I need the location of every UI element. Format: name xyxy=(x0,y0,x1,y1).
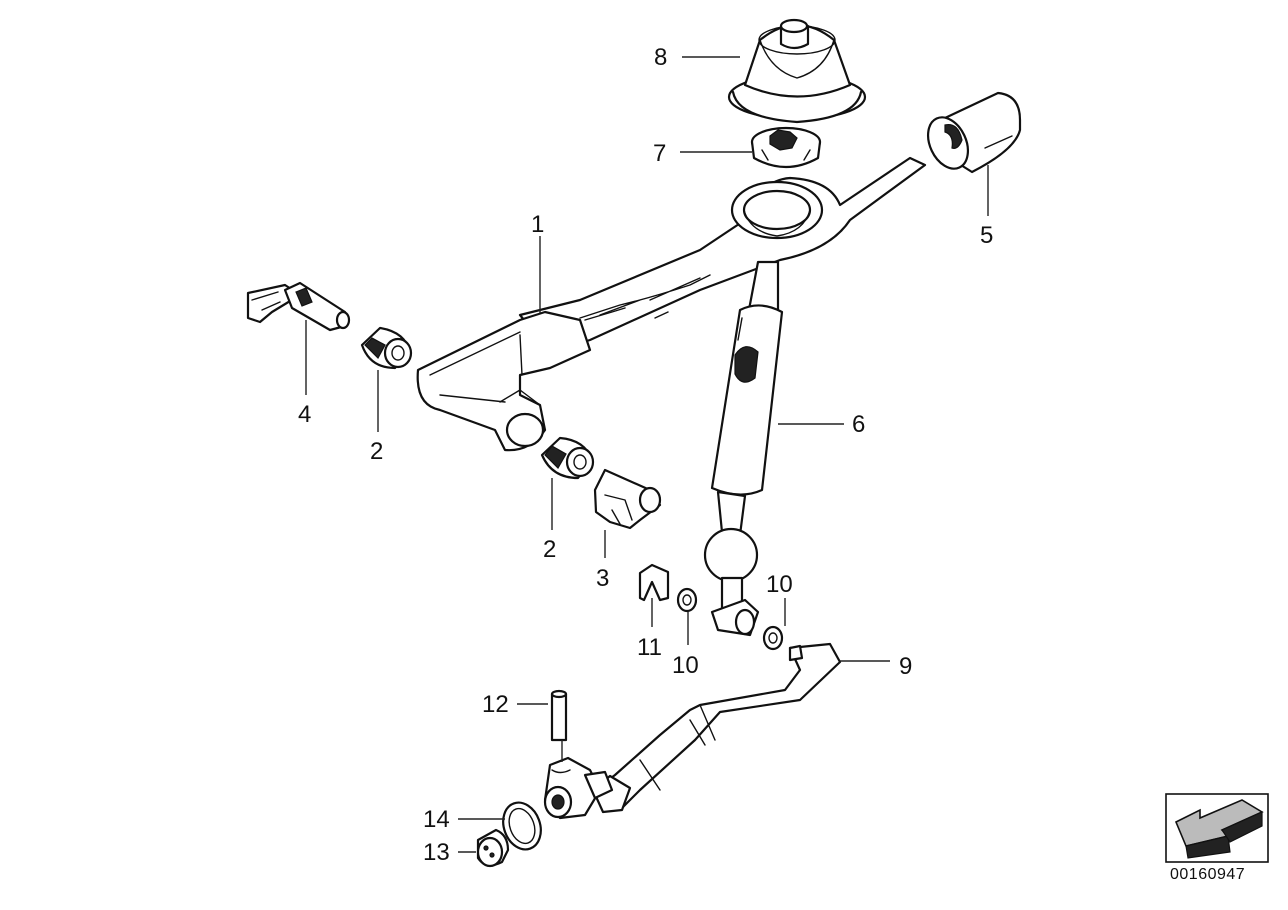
orientation-arrow-box xyxy=(1165,793,1269,863)
part-1-shift-lever-arm xyxy=(416,156,927,452)
part-12-pin xyxy=(550,689,568,742)
part-10-washer-right xyxy=(762,625,784,651)
leader-lines xyxy=(305,56,989,853)
callout-2-upper: 2 xyxy=(370,438,383,465)
part-9-selector-rod xyxy=(591,642,842,814)
part-2-bearing-upper xyxy=(360,326,413,370)
callout-13: 13 xyxy=(423,839,450,866)
part-8-boot xyxy=(727,18,867,124)
part-11-clip xyxy=(638,563,670,602)
callout-10-left: 10 xyxy=(672,652,699,679)
callout-2-lower: 2 xyxy=(543,536,556,563)
callout-10-right: 10 xyxy=(766,571,793,598)
drawing-number: 00160947 xyxy=(1170,866,1246,883)
callout-7: 7 xyxy=(653,140,666,167)
part-13-cap xyxy=(476,828,510,868)
callout-14: 14 xyxy=(423,806,450,833)
universal-joint xyxy=(543,756,614,820)
part-5-sleeve xyxy=(926,91,1022,174)
callout-1: 1 xyxy=(531,211,544,238)
callout-12: 12 xyxy=(482,691,509,718)
callout-9: 9 xyxy=(899,653,912,680)
callout-4: 4 xyxy=(298,401,311,428)
part-6-gear-lever xyxy=(703,260,784,637)
callout-8: 8 xyxy=(654,44,667,71)
part-2-bearing-lower xyxy=(540,436,595,480)
part-7-bushing xyxy=(750,126,822,168)
part-10-washer-left xyxy=(676,587,698,613)
part-4-pin-with-clip xyxy=(246,281,351,332)
callout-labels: 1 2 2 3 4 5 6 7 8 9 10 10 11 12 13 14 xyxy=(298,44,993,866)
callout-6: 6 xyxy=(852,411,865,438)
part-14-ring xyxy=(502,801,542,851)
callout-5: 5 xyxy=(980,222,993,249)
callout-11: 11 xyxy=(637,634,662,661)
callout-3: 3 xyxy=(596,565,609,592)
part-3-clip xyxy=(593,468,662,530)
